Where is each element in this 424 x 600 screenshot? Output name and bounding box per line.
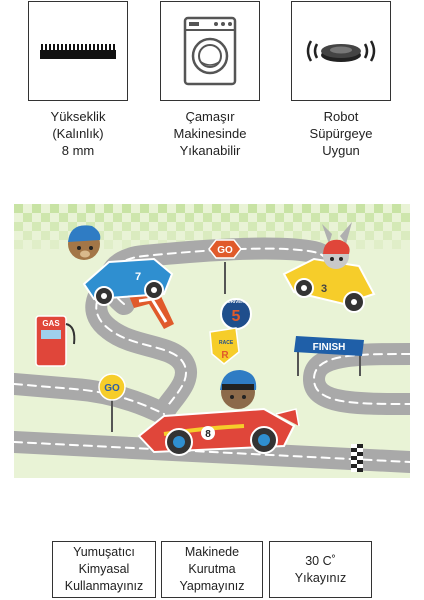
yellow-race-car: 3 [282,222,376,313]
feature-line: Yıkanabilir [179,143,241,158]
race-badge: RACE R [209,327,240,365]
driver-badge: DRIVER 5 [220,298,252,330]
blue-race-car: 7 [68,225,174,306]
go-sign-top: GO [208,239,242,294]
care-line: Kimyasal [78,562,130,576]
care-line: Makinede [184,545,240,559]
car-number: 8 [205,429,211,440]
go-sign-bottom: GO [98,373,126,432]
care-line: Yıkayınız [294,570,347,585]
rug-illustration: GO GO GAS DRIVER 5 RACE R FINISH 7 [14,204,410,478]
gas-pump: GAS [35,315,76,367]
feature-line: (Kalınlık) [52,126,104,141]
red-race-car: 8 [137,370,300,456]
car-number: 7 [135,271,141,283]
robot-vacuum-icon [306,40,376,62]
care-line: Yumuşatıcı [73,545,135,559]
feature-line: Makinesinde [173,126,247,141]
go-sign-text: GO [217,245,233,256]
care-wash-30: 30 C˚ Yıkayınız [269,541,372,598]
race-badge-text: RACE [219,340,234,346]
washing-machine-icon [183,16,237,86]
badge-number: 5 [232,308,241,325]
care-no-tumble-dry: Makinede Kurutma Yapmayınız [161,541,263,598]
care-line: 30 C˚ [305,553,336,568]
finish-text: FINISH [313,342,346,353]
care-line: Yapmayınız [179,579,245,593]
thickness-icon-box [28,1,128,101]
feature-label-thickness: Yükseklik (Kalınlık) 8 mm [13,108,143,159]
robot-vacuum-icon-box [291,1,391,101]
feature-line: 8 mm [61,143,95,158]
feature-line: Uygun [322,143,360,158]
race-badge-letter: R [221,350,229,361]
care-no-softener: Yumuşatıcı Kimyasal Kullanmayınız [52,541,156,598]
care-line: Kullanmayınız [64,579,144,593]
go-sign-text: GO [104,383,120,394]
feature-label-washable: Çamaşır Makinesinde Yıkanabilir [145,108,275,159]
finish-banner: FINISH [294,336,364,376]
feature-line: Süpürgeye [309,126,373,141]
care-line: Kurutma [188,562,236,576]
washing-machine-icon-box [160,1,260,101]
feature-label-robot: Robot Süpürgeye Uygun [276,108,406,159]
mat-thickness-icon [40,44,116,59]
gas-sign-text: GAS [42,319,60,328]
driver-badge-text: DRIVER [227,299,245,304]
feature-line: Yükseklik [50,109,106,124]
feature-line: Robot [323,109,359,124]
car-number: 3 [321,283,327,295]
feature-line: Çamaşır [185,109,235,124]
